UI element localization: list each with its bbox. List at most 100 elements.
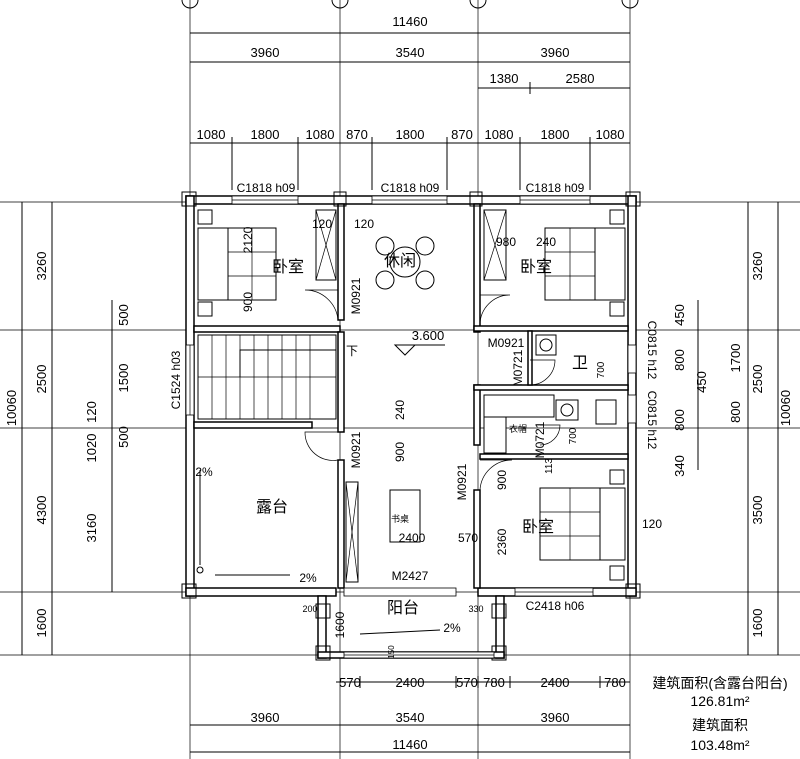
top-dimensions: 11460 3960 3540 3960 1380 2580 1080 1800…: [190, 14, 630, 190]
dim-win-6: 870: [451, 127, 473, 142]
dim-win-9: 1080: [596, 127, 625, 142]
area-label-2: 建筑面积: [692, 717, 748, 733]
note-16: 700: [596, 361, 607, 378]
dim-left-2: 2500: [34, 365, 49, 394]
dim-top-total: 11460: [392, 14, 427, 29]
window-label-2: C1818 h09: [381, 181, 440, 195]
room-bedroom-se: 卧室: [522, 518, 554, 536]
note-13: 1600: [333, 611, 347, 638]
dim-left-4: 1600: [34, 609, 49, 638]
note-7: 240: [393, 400, 407, 420]
level-mark: 3.600: [412, 328, 445, 343]
note-20: 120: [642, 517, 662, 531]
dim-left-inner-2: 1500: [116, 364, 131, 393]
dim-bottom-6: 780: [604, 675, 626, 690]
furniture: [196, 209, 626, 635]
dim-right-4: 1600: [750, 609, 765, 638]
window-label-6: C0815 h12: [645, 391, 659, 450]
dim-top-seg-2: 3540: [396, 45, 425, 60]
dim-right-inner-3: 450: [694, 371, 709, 393]
dim-bottom-seg-3: 3960: [541, 710, 570, 725]
area-value-1: 126.81m²: [690, 693, 749, 709]
dim-win-3: 1080: [306, 127, 335, 142]
window-label-1: C1818 h09: [237, 181, 296, 195]
room-balcony: 阳台: [387, 599, 419, 617]
windows: [185, 195, 637, 659]
note-17: 200: [302, 604, 317, 614]
note-3: 900: [241, 292, 255, 312]
door-label-3: M0921: [349, 431, 363, 468]
door-label-1: M0921: [349, 277, 363, 314]
dim-right-inner-1: 450: [672, 304, 687, 326]
dim-win-7: 1080: [485, 127, 514, 142]
dim-bottom-5: 2400: [541, 675, 570, 690]
dim-bottom-4: 780: [483, 675, 505, 690]
door-label-5: M0721: [511, 349, 525, 386]
dim-left-inner-4: 500: [116, 426, 131, 448]
dim-top-sub-1: 1380: [490, 71, 519, 86]
dim-bottom-seg-1: 3960: [251, 710, 280, 725]
note-14: 113: [544, 458, 555, 474]
window-label-5: C0815 h12: [645, 321, 659, 380]
window-label-3: C1818 h09: [526, 181, 585, 195]
area-label-1: 建筑面积(含露台阳台): [652, 675, 787, 691]
window-label-4: C1524 h03: [169, 350, 183, 409]
note-8: 900: [393, 442, 407, 462]
note-6: 240: [536, 235, 556, 249]
note-12: 2360: [495, 528, 509, 555]
dim-left-total: 10060: [4, 390, 19, 426]
note-9: 900: [495, 470, 509, 490]
door-label-7: M2427: [392, 569, 429, 583]
dim-left-inner-1: 500: [116, 304, 131, 326]
note-19: 150: [387, 645, 396, 659]
dim-bottom-seg-2: 3540: [396, 710, 425, 725]
room-leisure: 休闲: [384, 252, 416, 270]
stair-down-label: 下: [346, 344, 358, 358]
dim-right-3: 3500: [750, 496, 765, 525]
slope-label-1: 2%: [195, 465, 213, 479]
note-15: 700: [568, 427, 579, 444]
dim-win-2: 1800: [251, 127, 280, 142]
doors: [304, 289, 561, 491]
dim-left-1: 3260: [34, 252, 49, 281]
dim-top-seg-1: 3960: [251, 45, 280, 60]
door-label-6: M0721: [533, 421, 547, 458]
room-terrace: 露台: [256, 498, 288, 516]
dim-win-4: 870: [346, 127, 368, 142]
slope-label-3: 2%: [443, 621, 461, 635]
right-dimensions: 10060 3260 2500 3500 1600 450 800 450 80…: [672, 202, 793, 655]
room-bath: 卫: [572, 355, 588, 372]
area-value-2: 103.48m²: [690, 737, 749, 753]
door-label-2: M0921: [488, 336, 525, 350]
note-1: 120: [312, 217, 332, 231]
slope-label-2: 2%: [299, 571, 317, 585]
dim-win-1: 1080: [197, 127, 226, 142]
window-label-7: C2418 h06: [526, 599, 585, 613]
dim-bottom-3: 570: [456, 675, 478, 690]
room-bedroom-nw: 卧室: [272, 258, 304, 276]
note-10: 2400: [399, 531, 426, 545]
room-bedroom-ne: 卧室: [520, 258, 552, 276]
area-summary: 建筑面积(含露台阳台) 126.81m² 建筑面积 103.48m²: [652, 675, 787, 753]
bottom-dimensions: 570 2400 570 780 2400 780 3960 3540 3960…: [190, 675, 630, 753]
dim-right-inner-7: 800: [728, 401, 743, 423]
desk-label: 书桌: [391, 513, 409, 524]
dim-left-inner-5: 1020: [84, 434, 99, 463]
dim-win-8: 1800: [541, 127, 570, 142]
note-2: 120: [354, 217, 374, 231]
left-dimensions: 10060 3260 2500 4300 1600 500 1500 120 5…: [4, 202, 131, 655]
dim-left-inner-3: 120: [84, 401, 99, 423]
dim-top-seg-3: 3960: [541, 45, 570, 60]
dim-bottom-1: 570: [339, 675, 361, 690]
dim-right-inner-2: 800: [672, 349, 687, 371]
dim-right-total: 10060: [778, 390, 793, 426]
dim-right-inner-6: 1700: [728, 344, 743, 373]
note-4: 2120: [241, 226, 255, 253]
dim-right-1: 3260: [750, 252, 765, 281]
note-11: 570: [458, 531, 478, 545]
dim-right-inner-4: 800: [672, 409, 687, 431]
dim-right-inner-5: 340: [672, 455, 687, 477]
note-5: 980: [496, 235, 516, 249]
dim-left-3: 4300: [34, 496, 49, 525]
